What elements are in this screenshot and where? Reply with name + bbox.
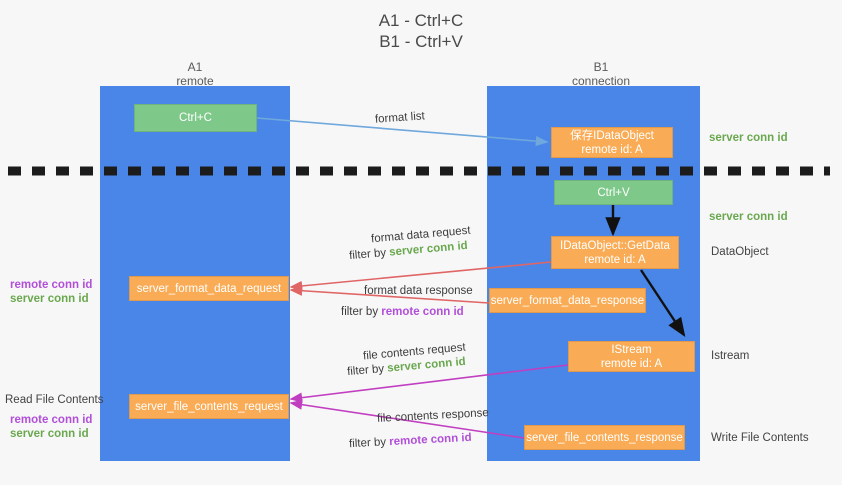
annotation-read-file-contents: Read File Contents (5, 393, 103, 408)
lane-header-a1: A1 remote (115, 60, 275, 88)
filter-prefix: filter by (348, 436, 390, 451)
filter-prefix: filter by (341, 306, 382, 318)
annotation-remote-conn-id-2: remote conn id (10, 413, 92, 428)
label-file-contents-response: file contents response (377, 406, 490, 427)
label-format-data-response: format data response (364, 284, 473, 299)
box-server-file-contents-request[interactable]: server_file_contents_request (129, 394, 289, 419)
box-server-format-data-request[interactable]: server_format_data_request (129, 276, 289, 301)
label-format-data-response-text: format data response (364, 285, 473, 297)
box-ctrl-c-label: Ctrl+C (179, 112, 212, 124)
annotation-dataobject: DataObject (711, 245, 769, 260)
box-server-format-data-response[interactable]: server_format_data_response (489, 288, 646, 313)
lane-b1-name: B1 (593, 60, 609, 74)
annotation-text: server conn id (10, 428, 89, 440)
lane-header-b1: B1 connection (521, 60, 681, 88)
filter-key-remote-conn-id: remote conn id (388, 431, 472, 449)
annotation-server-conn-id-mid: server conn id (709, 210, 788, 225)
box-ctrl-v[interactable]: Ctrl+V (554, 180, 673, 205)
page-title: A1 - Ctrl+C B1 - Ctrl+V (0, 10, 842, 52)
filter-prefix: filter by (348, 246, 390, 263)
box-save-idataobject-line2: remote id: A (581, 143, 643, 156)
box-istream[interactable]: IStream remote id: A (568, 341, 695, 372)
title-line-2: B1 - Ctrl+V (379, 32, 463, 51)
annotation-server-conn-id-1: server conn id (10, 292, 89, 307)
annotation-server-conn-id-2: server conn id (10, 427, 89, 442)
annotation-text: Istream (711, 350, 750, 362)
annotation-text: Write File Contents (711, 432, 809, 444)
annotation-text: server conn id (10, 293, 89, 305)
box-save-idataobject[interactable]: 保存IDataObject remote id: A (551, 127, 673, 158)
box-server-file-contents-response-label: server_file_contents_response (526, 431, 683, 444)
box-ctrl-v-label: Ctrl+V (597, 186, 630, 199)
label-format-data-response-filter: filter by remote conn id (341, 305, 464, 320)
annotation-write-file-contents: Write File Contents (711, 431, 809, 446)
box-ctrl-c[interactable]: Ctrl+C (134, 104, 257, 132)
label-format-list: format list (375, 109, 426, 127)
lane-a1-sub: remote (176, 74, 214, 88)
label-file-contents-response-filter: filter by remote conn id (349, 431, 472, 452)
box-getdata-line1: IDataObject::GetData (560, 239, 670, 252)
lane-b1-sub: connection (571, 74, 631, 88)
annotation-remote-conn-id-1: remote conn id (10, 278, 92, 293)
annotation-server-conn-id-top: server conn id (709, 131, 788, 146)
annotation-text: remote conn id (10, 414, 93, 426)
box-server-file-contents-request-label: server_file_contents_request (135, 400, 283, 413)
label-file-contents-response-text: file contents response (376, 407, 490, 425)
box-server-format-data-response-label: server_format_data_response (490, 294, 645, 307)
label-format-list-text: format list (374, 110, 426, 126)
annotation-istream: Istream (711, 349, 749, 364)
box-server-file-contents-response[interactable]: server_file_contents_response (524, 425, 685, 450)
box-server-format-data-request-label: server_format_data_request (136, 282, 282, 295)
lane-a1-name: A1 (187, 60, 203, 74)
box-idataobject-getdata[interactable]: IDataObject::GetData remote id: A (551, 236, 679, 269)
annotation-text: DataObject (711, 246, 769, 258)
box-istream-line2: remote id: A (600, 357, 663, 370)
annotation-text: Read File Contents (5, 394, 104, 406)
annotation-text: remote conn id (10, 279, 93, 291)
filter-key-remote-conn-id: remote conn id (381, 306, 464, 318)
box-getdata-line2: remote id: A (584, 253, 646, 266)
box-istream-line1: IStream (611, 343, 652, 356)
box-save-idataobject-line1: 保存IDataObject (570, 129, 654, 142)
filter-prefix: filter by (346, 362, 388, 379)
annotation-text: server conn id (709, 211, 788, 223)
title-line-1: A1 - Ctrl+C (378, 11, 464, 30)
annotation-text: server conn id (709, 132, 788, 144)
